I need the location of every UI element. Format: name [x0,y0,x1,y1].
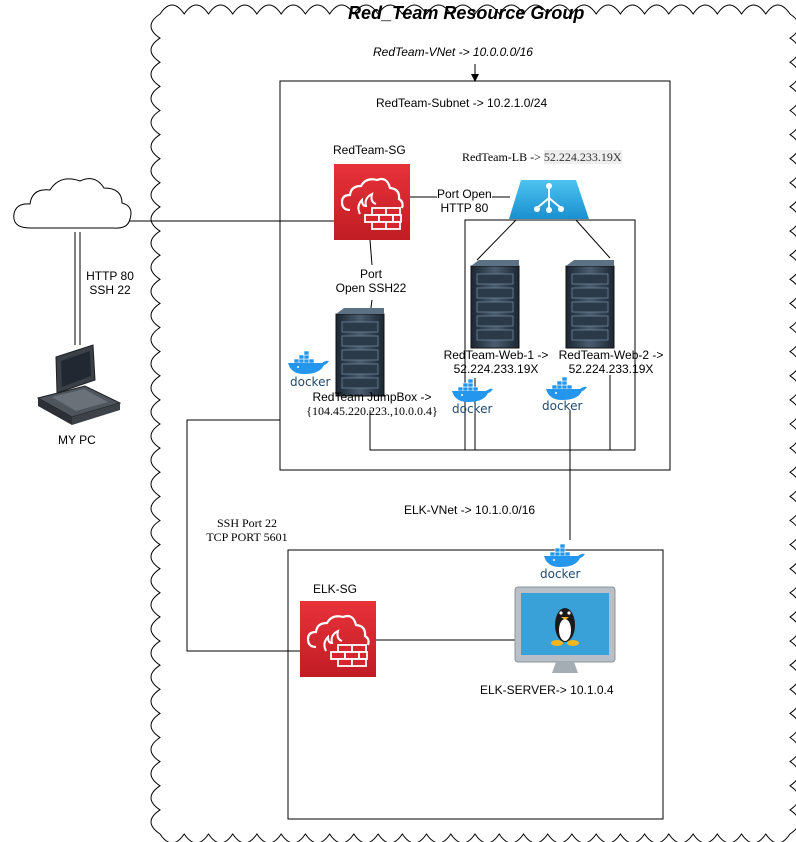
pc-port-ssh: SSH 22 [89,283,131,297]
server-icon [565,259,615,349]
elk-ports-label: SSH Port 22 TCP PORT 5601 [193,516,301,544]
jumpbox-ip: {104.45.220.223.,10.0.0.4} [306,404,438,418]
port-open-ssh-label: Port Open SSH22 [333,267,409,295]
cloud-icon [13,178,132,229]
pc-ports-label: HTTP 80 SSH 22 [82,269,138,297]
web1-ip: 52.224.233.19X [453,362,539,376]
pc-label: MY PC [58,433,96,447]
port-open-http-label: Port Open HTTP 80 [437,187,492,215]
docker-label: docker [452,402,493,416]
port-open-http-line2: HTTP 80 [440,201,489,215]
docker-label: docker [290,375,331,389]
server-icon [335,307,385,397]
web2-ip: 52.224.233.19X [568,362,654,376]
docker-label: docker [542,399,583,413]
sg-label: RedTeam-SG [333,143,406,157]
computer-icon [36,344,122,425]
lb-ip: 52.224.233.19X [543,150,622,164]
elk-server-label: ELK-SERVER-> 10.1.0.4 [480,683,614,697]
lb-label: RedTeam-LB -> 52.224.233.19X [462,150,622,164]
vnet-label: RedTeam-VNet -> 10.0.0.0/16 [373,45,533,59]
web1-label: RedTeam-Web-1 -> 52.224.233.19X [440,348,552,376]
subnet-label: RedTeam-Subnet -> 10.2.1.0/24 [376,96,548,110]
firewall-icon [332,162,412,242]
jumpbox-name: RedTeam JumpBox -> [312,390,432,404]
server-icon [470,259,520,349]
port-open-http-line1: Port Open [437,187,492,201]
docker-label: docker [540,567,581,581]
web2-name: RedTeam-Web-2 -> [558,348,664,362]
firewall-icon [298,599,378,679]
lb-name: RedTeam-LB -> [462,150,544,164]
elk-port-ssh: SSH Port 22 [216,516,278,530]
load-balancer-icon [509,180,589,219]
linux-monitor-icon [514,586,616,673]
elk-vnet-label: ELK-VNet -> 10.1.0.0/16 [404,503,536,517]
jumpbox-label: RedTeam JumpBox -> {104.45.220.223.,10.0… [296,390,448,418]
port-open-ssh-line2: Open SSH22 [335,281,407,295]
port-open-ssh-line1: Port [359,267,382,281]
elk-port-tcp: TCP PORT 5601 [206,530,288,544]
web2-label: RedTeam-Web-2 -> 52.224.233.19X [556,348,666,376]
elk-sg-label: ELK-SG [313,582,358,596]
pc-port-http: HTTP 80 [86,269,134,283]
resource-group-cloud [150,4,796,842]
diagram-title: Red_Team Resource Group [348,3,585,23]
vnet-arrow [471,64,479,82]
web1-name: RedTeam-Web-1 -> [443,348,549,362]
